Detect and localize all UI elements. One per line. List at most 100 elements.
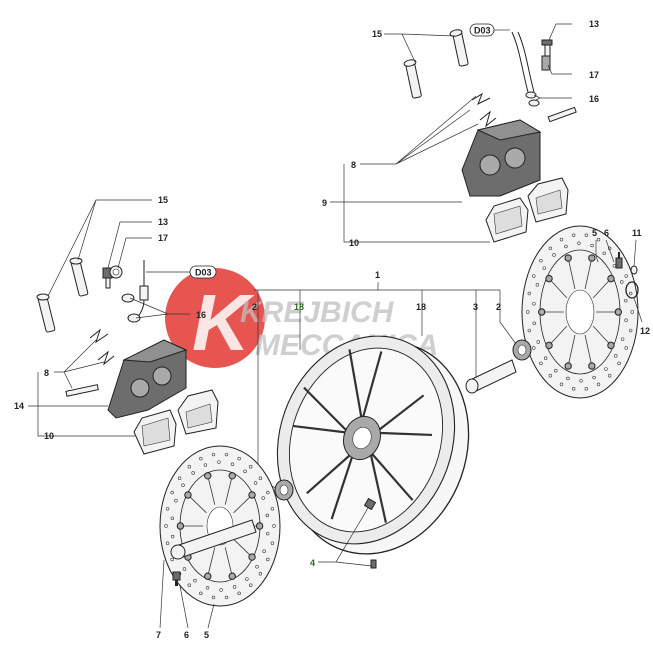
disc-hole (532, 302, 536, 306)
disc-hole (596, 237, 601, 242)
label-right-11: 11 (632, 228, 642, 238)
watermark-logo-circle (165, 268, 265, 368)
disc-hole (620, 280, 624, 284)
left-caliper-assembly: D03 15 13 17 16 8 14 10 (14, 195, 219, 455)
disc-hole (614, 354, 618, 358)
disc-bobbin (564, 254, 572, 262)
right-circlip-12 (625, 281, 639, 299)
disc-hole (630, 310, 634, 314)
disc-hole (602, 251, 606, 255)
front-axle (170, 519, 257, 560)
disc-hole (177, 476, 182, 480)
disc-carrier-arm (224, 547, 232, 574)
upper-caliper-body (461, 119, 542, 197)
label-upper-8: 8 (351, 160, 356, 170)
left-brake-pad-rear (177, 389, 219, 435)
disc-hole (191, 471, 195, 475)
disc-hole (542, 266, 546, 270)
disc-hole (248, 583, 253, 587)
disc-hole (170, 490, 174, 495)
disc-carrier-arm (189, 496, 207, 514)
label-wheel-18-right: 18 (416, 302, 426, 312)
label-wheel-2-left: 2 (252, 302, 257, 312)
disc-carrier-arm (550, 325, 568, 344)
disc-hole (248, 465, 253, 469)
disc-hole (230, 462, 235, 466)
disc-hole (265, 531, 270, 536)
disc-hole (170, 557, 174, 562)
disc-hole (205, 586, 210, 590)
disc-hole (543, 356, 548, 360)
disc-carrier-arm (584, 334, 592, 363)
disc-hole (527, 328, 532, 333)
wheel-spokes (292, 349, 433, 523)
disc-hole (604, 367, 608, 371)
disc-hole (532, 346, 536, 350)
bottom-disc-holes (164, 452, 276, 600)
upper-washer-1 (525, 91, 537, 99)
disc-bobbin (588, 362, 596, 370)
label-wheel-1: 1 (375, 270, 380, 280)
disc-hole (548, 373, 553, 378)
disc-hole (624, 346, 628, 350)
upper-ref-box-text: D03 (474, 26, 491, 36)
disc-hole (258, 572, 263, 576)
disc-hole (535, 283, 540, 287)
disc-bobbin (564, 362, 572, 370)
disc-carrier-arm (233, 496, 251, 514)
disc-carrier-arm (584, 261, 592, 290)
label-left-14: 14 (14, 401, 24, 411)
disc-hole (232, 585, 237, 589)
disc-hole (559, 382, 564, 387)
disc-hole (526, 310, 530, 314)
disc-hole (219, 588, 223, 592)
disc-hole (187, 465, 192, 469)
disc-hole (237, 591, 241, 596)
disc-hole (554, 369, 558, 373)
disc-bobbin (184, 491, 192, 499)
disc-hole (170, 534, 175, 539)
disc-hole (532, 321, 536, 326)
disc-bobbin (204, 572, 212, 580)
disc-hole (253, 481, 258, 485)
disc-hole (552, 253, 556, 257)
disc-bobbin (176, 522, 185, 530)
disc-hole (532, 274, 536, 278)
disc-hole (596, 382, 601, 387)
left-bolt-left (36, 293, 56, 333)
upper-spring-clip (471, 92, 497, 128)
disc-bobbin (248, 553, 256, 561)
left-bleed-valve (102, 265, 123, 289)
disc-hole (566, 376, 570, 381)
disc-hole (243, 469, 247, 474)
left-washer-2 (127, 313, 141, 323)
label-upper-17: 17 (589, 70, 599, 80)
wheel-spoke (348, 349, 383, 422)
disc-hole (245, 577, 249, 581)
disc-hole (265, 513, 270, 518)
upper-brake-hose (511, 31, 529, 93)
disc-hole (584, 387, 588, 391)
disc-hole (170, 516, 175, 521)
disc-hole (181, 483, 185, 487)
label-upper-15: 15 (372, 29, 382, 39)
disc-hole (266, 490, 270, 495)
left-washer-1 (121, 293, 135, 303)
bottom-disc-bolt (172, 571, 181, 586)
disc-hole (258, 476, 263, 480)
wheel-spoke (374, 394, 433, 437)
disc-bobbin (228, 472, 236, 480)
right-brake-disc (521, 225, 639, 399)
label-left-15: 15 (158, 195, 168, 205)
disc-bobbin (204, 472, 212, 480)
label-bottom-6: 6 (184, 630, 189, 640)
disc-hole (199, 591, 203, 596)
disc-hole (527, 291, 532, 296)
upper-washer-2 (528, 99, 540, 107)
disc-hole (174, 499, 178, 503)
label-left-13: 13 (158, 217, 168, 227)
disc-hole (590, 243, 594, 248)
wheel-rim (276, 335, 470, 555)
disc-hole (255, 565, 259, 569)
disc-hole (559, 237, 564, 242)
